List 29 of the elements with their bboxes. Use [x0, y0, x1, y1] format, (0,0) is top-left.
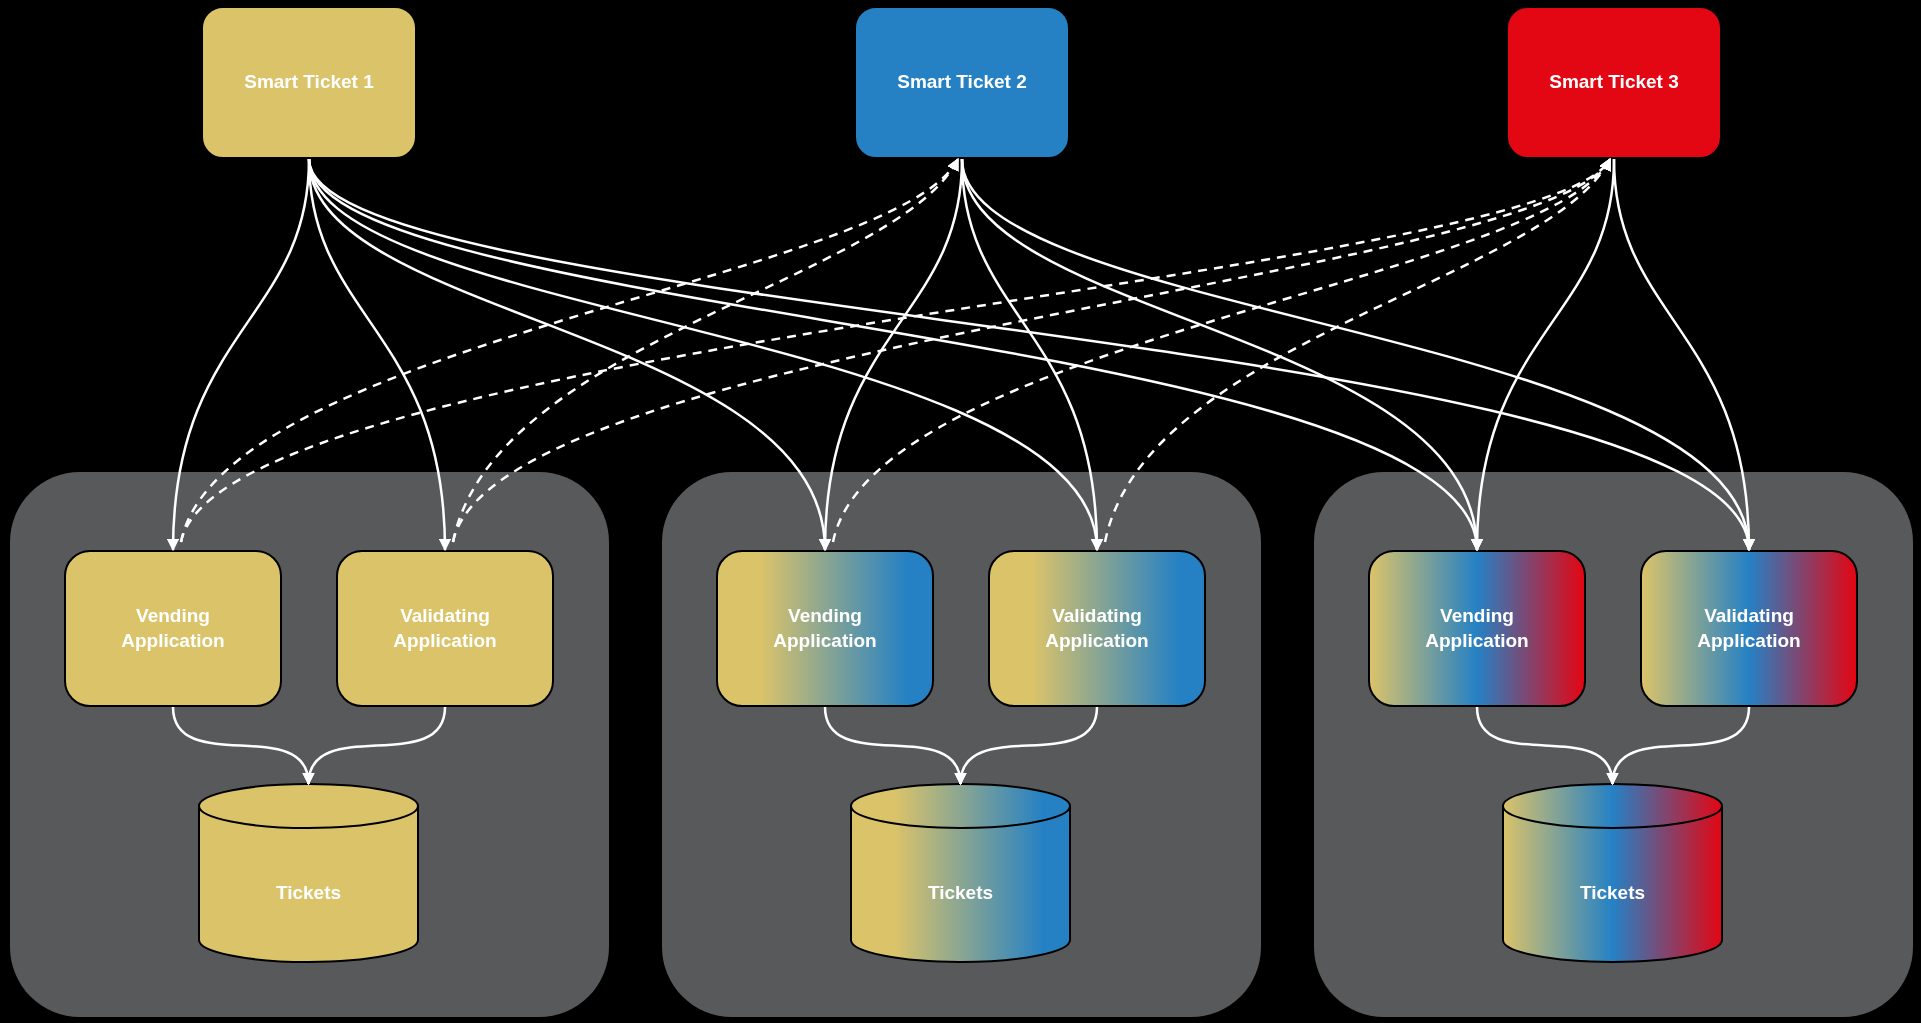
ticket-box — [1506, 6, 1722, 159]
cylinder-label: Tickets — [927, 880, 994, 905]
ticket-box — [201, 6, 417, 159]
arrow — [956, 706, 1099, 786]
node-label: Vending Application — [120, 603, 226, 653]
panel-background — [10, 472, 609, 1017]
node-label: Smart Ticket 2 — [897, 70, 1027, 95]
ticket-box — [854, 6, 1070, 159]
cylinder-label: Tickets — [275, 880, 342, 905]
application-box — [1640, 550, 1858, 707]
node-label: Validating Application — [392, 603, 498, 653]
application-box — [336, 550, 554, 707]
node-label: Validating Application — [1044, 603, 1150, 653]
application-box — [988, 550, 1206, 707]
cylinder-label: Tickets — [1579, 880, 1646, 905]
node-label: Vending Application — [1424, 603, 1530, 653]
arrow — [1612, 158, 1755, 552]
application-box — [716, 550, 934, 707]
arrow — [1608, 706, 1751, 786]
application-box — [1368, 550, 1586, 707]
arrow — [304, 706, 447, 786]
node-label: Validating Application — [1696, 603, 1802, 653]
application-box — [64, 550, 282, 707]
panel-background — [1314, 472, 1913, 1017]
panel-background — [662, 472, 1261, 1017]
dashed-arrow — [1103, 158, 1611, 543]
node-label: Smart Ticket 1 — [244, 70, 374, 95]
node-label: Vending Application — [772, 603, 878, 653]
node-label: Smart Ticket 3 — [1549, 70, 1679, 95]
